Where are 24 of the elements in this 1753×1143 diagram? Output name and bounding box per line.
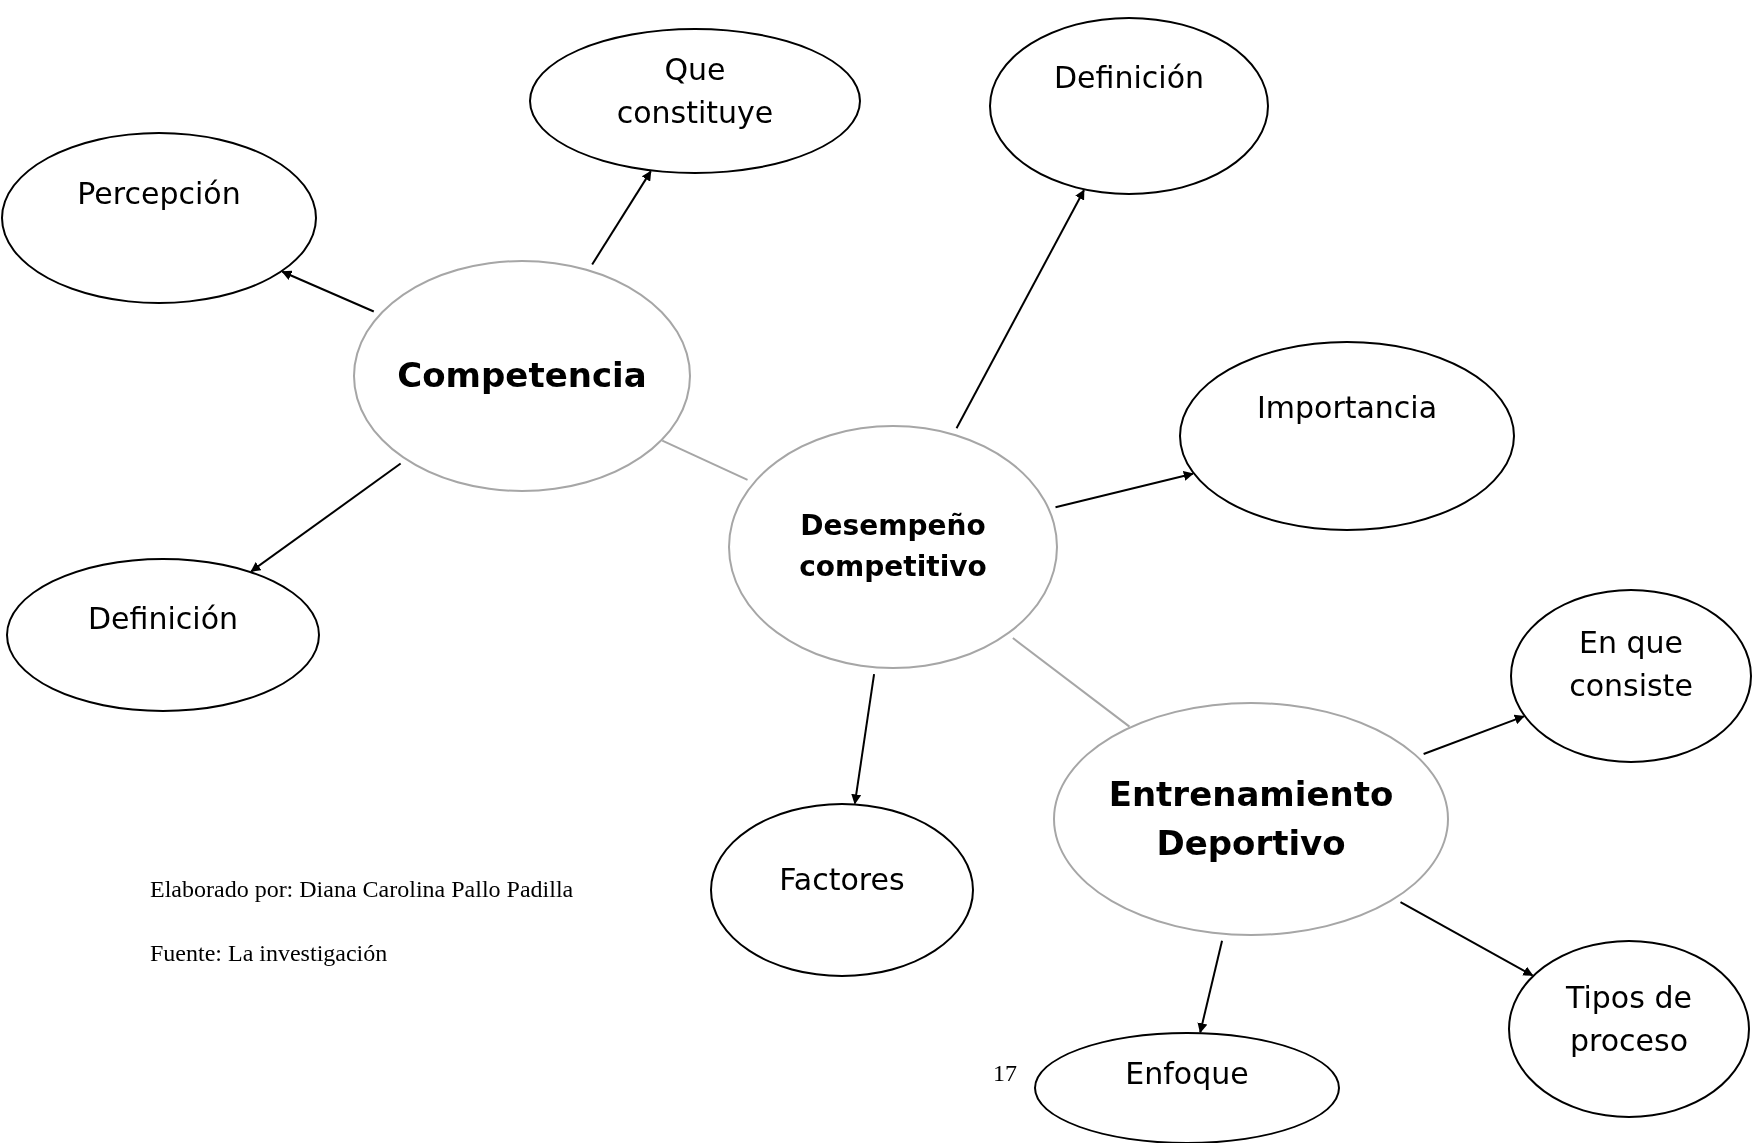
note-text: Elaborado por: Diana Carolina Pallo Padilla <box>150 876 574 903</box>
arrow <box>1422 714 1525 756</box>
node-label: En que consiste <box>1568 623 1694 705</box>
node-label: Competencia <box>397 354 647 398</box>
note-text: Fuente: La investigación <box>150 940 388 967</box>
node-label: Definición <box>1054 59 1204 98</box>
node-label: Desempeño competitivo <box>798 508 988 585</box>
page-number: 17 <box>993 1060 1017 1087</box>
node-label: Que constituye <box>615 50 775 132</box>
arrow <box>1197 939 1224 1034</box>
node-label: Enfoque <box>1125 1055 1249 1094</box>
node-label: Percepción <box>77 175 241 214</box>
connector-line <box>661 439 749 481</box>
node-label: Factores <box>779 861 905 900</box>
arrow <box>250 462 402 573</box>
arrow <box>851 673 876 805</box>
node-label: Entrenamiento Deportivo <box>1107 772 1395 865</box>
node-label: Tipos de proceso <box>1565 978 1693 1060</box>
node-label: Importancia <box>1256 389 1438 428</box>
node-label: Definición <box>88 600 238 639</box>
arrow <box>1054 471 1194 509</box>
arrow <box>1399 901 1534 977</box>
arrow <box>955 189 1085 430</box>
arrow <box>281 270 375 313</box>
